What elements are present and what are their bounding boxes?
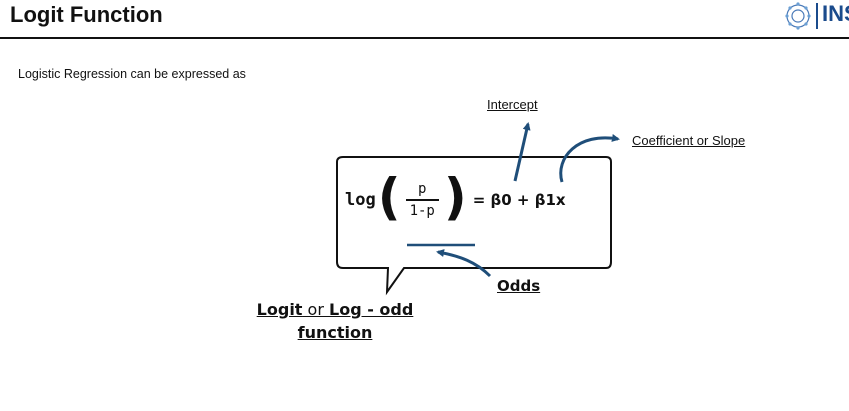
right-paren: ) [443, 168, 467, 226]
fraction-denominator: 1-p [409, 203, 435, 219]
fraction-bar [405, 199, 439, 201]
logit-caption: Logit or Log - odd function [210, 298, 460, 344]
odds-arrow [436, 249, 492, 278]
intercept-arrow [513, 122, 531, 182]
odds-label: Odds [497, 277, 541, 295]
log-odd-word: Log - odd [329, 300, 414, 319]
intercept-label: Intercept [487, 97, 538, 112]
speech-bubble [336, 156, 612, 296]
fraction-numerator: p [418, 181, 427, 197]
coefficient-arrow [559, 134, 620, 183]
formula-log: log [345, 190, 376, 210]
title-divider [0, 37, 849, 39]
logit-word: Logit [256, 300, 303, 319]
left-paren: ( [377, 168, 401, 226]
or-word: or [302, 300, 329, 319]
coefficient-label: Coefficient or Slope [632, 133, 746, 148]
logit-formula: log ( p 1-p ) = β0 + β1x [345, 172, 566, 228]
page-title: Logit Function [10, 2, 163, 27]
formula-fraction: p 1-p [405, 181, 439, 219]
logo-text: INS [822, 1, 849, 26]
logo-emblem-icon [785, 2, 818, 30]
formula-rhs: = β0 + β1x [472, 191, 566, 209]
intro-text: Logistic Regression can be expressed as [18, 67, 246, 81]
function-word: function [297, 323, 373, 342]
